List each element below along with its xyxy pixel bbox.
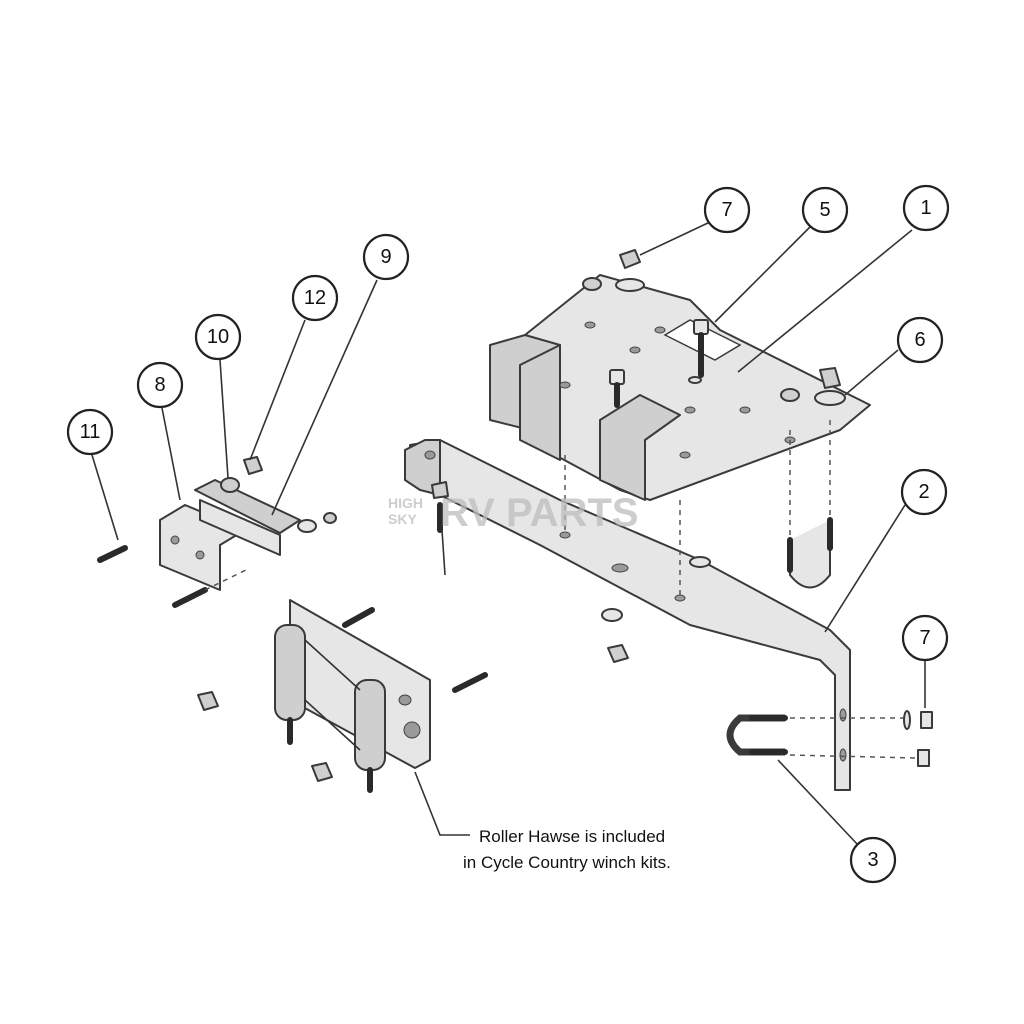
callout-11: 11 [66, 408, 114, 456]
callout-12: 12 [291, 274, 339, 322]
callout-6: 6 [896, 316, 944, 364]
callout-label: 11 [80, 421, 101, 443]
callout-label: 7 [919, 627, 930, 649]
callout-label: 6 [914, 329, 925, 351]
callout-7-bottom: 7 [901, 614, 949, 662]
winch-mount-plate [489, 274, 871, 501]
callout-label: 7 [721, 199, 732, 221]
callout-label: 12 [304, 287, 326, 309]
callout-label: 2 [918, 481, 929, 503]
hardware-main [431, 249, 846, 663]
callout-9: 9 [362, 233, 410, 281]
roller-hawse [197, 599, 488, 793]
fairlead-bracket [97, 456, 337, 608]
callout-label: 8 [154, 374, 165, 396]
callout-5: 5 [801, 186, 849, 234]
leader-lines [91, 221, 926, 846]
callout-1: 1 [902, 184, 950, 232]
watermark: HIGH SKY RV PARTS [388, 491, 639, 535]
callout-2: 2 [900, 468, 948, 516]
watermark-small-top: HIGH [388, 495, 423, 511]
note-line-1: Roller Hawse is included [479, 827, 665, 846]
callout-3: 3 [849, 836, 897, 884]
note-line-2: in Cycle Country winch kits. [463, 853, 671, 872]
watermark-small-bottom: SKY [388, 511, 417, 527]
callout-label: 1 [920, 197, 931, 219]
callout-7-top: 7 [703, 186, 751, 234]
u-bolt-assembly [726, 710, 933, 767]
callout-label: 5 [819, 199, 830, 221]
callout-10: 10 [194, 313, 242, 361]
mounting-bar [404, 439, 851, 791]
callout-label: 9 [380, 246, 391, 268]
callout-label: 10 [207, 326, 229, 348]
watermark-brand: RV PARTS [440, 491, 639, 535]
callout-label: 3 [867, 849, 878, 871]
callout-8: 8 [136, 361, 184, 409]
